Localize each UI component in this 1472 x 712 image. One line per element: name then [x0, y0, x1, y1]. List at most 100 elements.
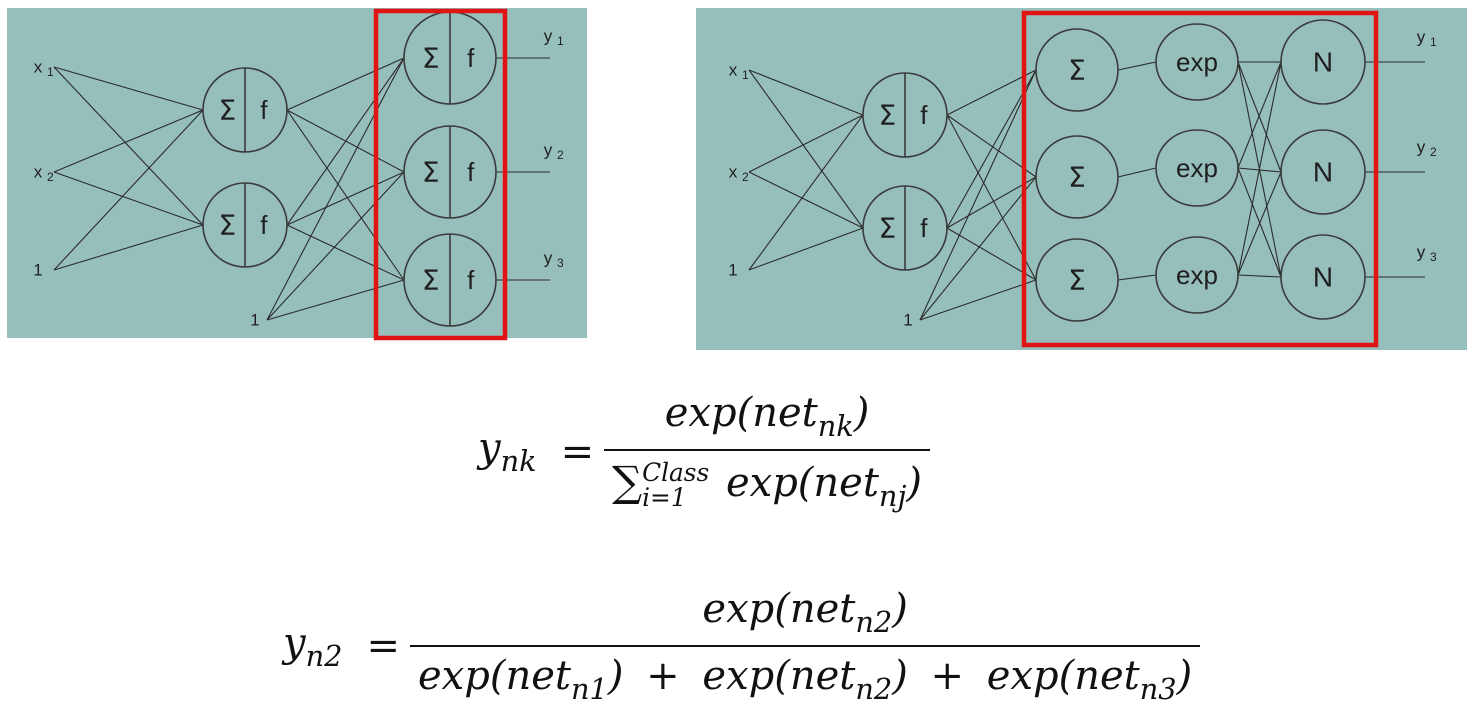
- left-input-1-sub: 1: [47, 65, 54, 79]
- eq2-term-1: exp(netn1): [418, 653, 624, 707]
- right-sum-node-2-label: Σ: [1068, 161, 1086, 194]
- right-edge-h1-s2: [946, 227, 1037, 281]
- right-norm-node-3: [1280, 234, 1366, 320]
- left-edge-h1-o1: [286, 171, 405, 226]
- left-edge-in2-h1: [53, 224, 204, 271]
- right-edge-h0-s1: [946, 114, 1037, 178]
- eq1-equals: =: [560, 428, 595, 475]
- right-sum-node-3: [1035, 238, 1119, 322]
- right-edge-s1-e1: [1117, 167, 1157, 178]
- right-edge-s0-e0: [1117, 61, 1157, 71]
- right-panel: [696, 8, 1467, 350]
- right-edge-in1-h1: [748, 171, 864, 229]
- left-output-node-2-act: f: [467, 157, 475, 187]
- left-output-node-1-act: f: [467, 43, 475, 73]
- left-edge-in0-h1: [53, 66, 204, 226]
- right-output-label-2-base: y: [1417, 138, 1426, 157]
- right-sum-node-3-label: Σ: [1068, 264, 1086, 297]
- eq2-denominator: exp(netn1) + exp(netn2) + exp(netn3): [410, 645, 1201, 707]
- right-edge-e2-n1: [1237, 171, 1282, 276]
- left-output-label-3-sub: 3: [557, 256, 564, 270]
- left-output-node-3-act: f: [467, 265, 475, 295]
- right-norm-node-2-label: N: [1313, 157, 1333, 188]
- left-edge-in2-h0: [53, 109, 204, 271]
- right-norm-node-2: [1280, 129, 1366, 215]
- right-edge-bias-s1: [919, 176, 1037, 321]
- right-sum-node-2: [1035, 135, 1119, 219]
- left-output-label-2-sub: 2: [557, 148, 564, 162]
- left-output-node-1-sum: Σ: [422, 42, 440, 75]
- right-hidden-node-2-sum: Σ: [879, 212, 897, 245]
- left-output-label-1-sub: 1: [557, 34, 564, 48]
- right-edge-h0-s0: [946, 69, 1037, 116]
- right-output-label-3-base: y: [1417, 243, 1426, 262]
- right-exp-node-1: [1155, 23, 1239, 101]
- left-edge-in0-h0: [53, 66, 204, 111]
- left-output-node-3-sum: Σ: [422, 264, 440, 297]
- right-edge-s2-e2: [1117, 274, 1157, 281]
- left-edge-bias-o1: [266, 171, 405, 321]
- right-edge-e2-n2: [1237, 274, 1282, 278]
- left-output-label-2-base: y: [544, 141, 553, 160]
- right-exp-node-2: [1155, 129, 1239, 207]
- left-input-3-base: 1: [33, 261, 42, 280]
- eq2-lhs: yn2: [283, 619, 343, 673]
- right-exp-node-2-label: exp: [1176, 153, 1218, 183]
- right-sum-node-1-label: Σ: [1068, 54, 1086, 87]
- eq2-fraction: exp(netn2) exp(netn1) + exp(netn2) + exp…: [410, 586, 1201, 707]
- left-edge-in1-h1: [53, 171, 204, 226]
- right-hidden-node-1-sum: Σ: [879, 99, 897, 132]
- right-norm-node-3-label: N: [1313, 262, 1333, 293]
- eq2-plus-2: +: [930, 653, 965, 700]
- left-hidden-node-1-sum: Σ: [219, 94, 237, 127]
- eq2-equals: =: [366, 623, 400, 670]
- right-hidden-bias: 1: [903, 311, 912, 330]
- eq1-numerator: exp(netnk): [664, 390, 870, 444]
- left-edge-h0-o0: [286, 57, 405, 111]
- right-output-label-1-sub: 1: [1430, 35, 1437, 49]
- right-edge-h1-s0: [946, 69, 1037, 229]
- right-input-3-base: 1: [728, 261, 737, 280]
- right-sum-node-1: [1035, 28, 1119, 112]
- left-hidden-node-2-sum: Σ: [219, 209, 237, 242]
- right-norm-node-1: [1280, 19, 1366, 105]
- eq1-lhs: ynk: [478, 425, 537, 479]
- right-input-1-base: x: [729, 61, 738, 80]
- left-output-highlight: [373, 8, 508, 341]
- right-edge-bias-s2: [919, 279, 1037, 321]
- left-edge-h1-o0: [286, 57, 405, 226]
- right-edge-e0-n1: [1237, 61, 1282, 173]
- eq2-term-3: exp(netn3): [986, 653, 1193, 707]
- right-edge-bias-s0: [919, 69, 1037, 321]
- left-panel: [7, 8, 587, 338]
- right-exp-node-1-label: exp: [1176, 47, 1218, 77]
- eq2-numerator: exp(netn2): [702, 586, 908, 640]
- right-input-2-sub: 2: [742, 170, 749, 184]
- right-exp-node-3-label: exp: [1176, 260, 1218, 290]
- right-edge-in0-h1: [748, 69, 864, 229]
- eq2-term-2: exp(netn2): [702, 653, 908, 707]
- right-softmax-highlight: [1021, 10, 1379, 348]
- left-input-1-base: x: [34, 58, 43, 77]
- left-input-2-sub: 2: [47, 170, 54, 184]
- right-input-1-sub: 1: [742, 68, 749, 82]
- right-edge-h0-s2: [946, 114, 1037, 281]
- right-edge-in0-h0: [748, 69, 864, 116]
- right-exp-node-3: [1155, 236, 1239, 314]
- right-output-label-2-sub: 2: [1430, 145, 1437, 159]
- left-edge-h1-o2: [286, 224, 405, 281]
- right-edge-in2-h1: [748, 227, 864, 271]
- equation-specific: yn2 = exp(netn2) exp(netn1) + exp(netn2)…: [283, 586, 1201, 707]
- right-output-label-1-base: y: [1417, 28, 1426, 47]
- right-hidden-node-2-act: f: [920, 213, 928, 243]
- left-output-node-2-sum: Σ: [422, 156, 440, 189]
- left-edge-h0-o2: [286, 109, 405, 281]
- left-hidden-bias: 1: [250, 311, 259, 330]
- right-input-2-base: x: [729, 163, 738, 182]
- left-output-label-1-base: y: [544, 27, 553, 46]
